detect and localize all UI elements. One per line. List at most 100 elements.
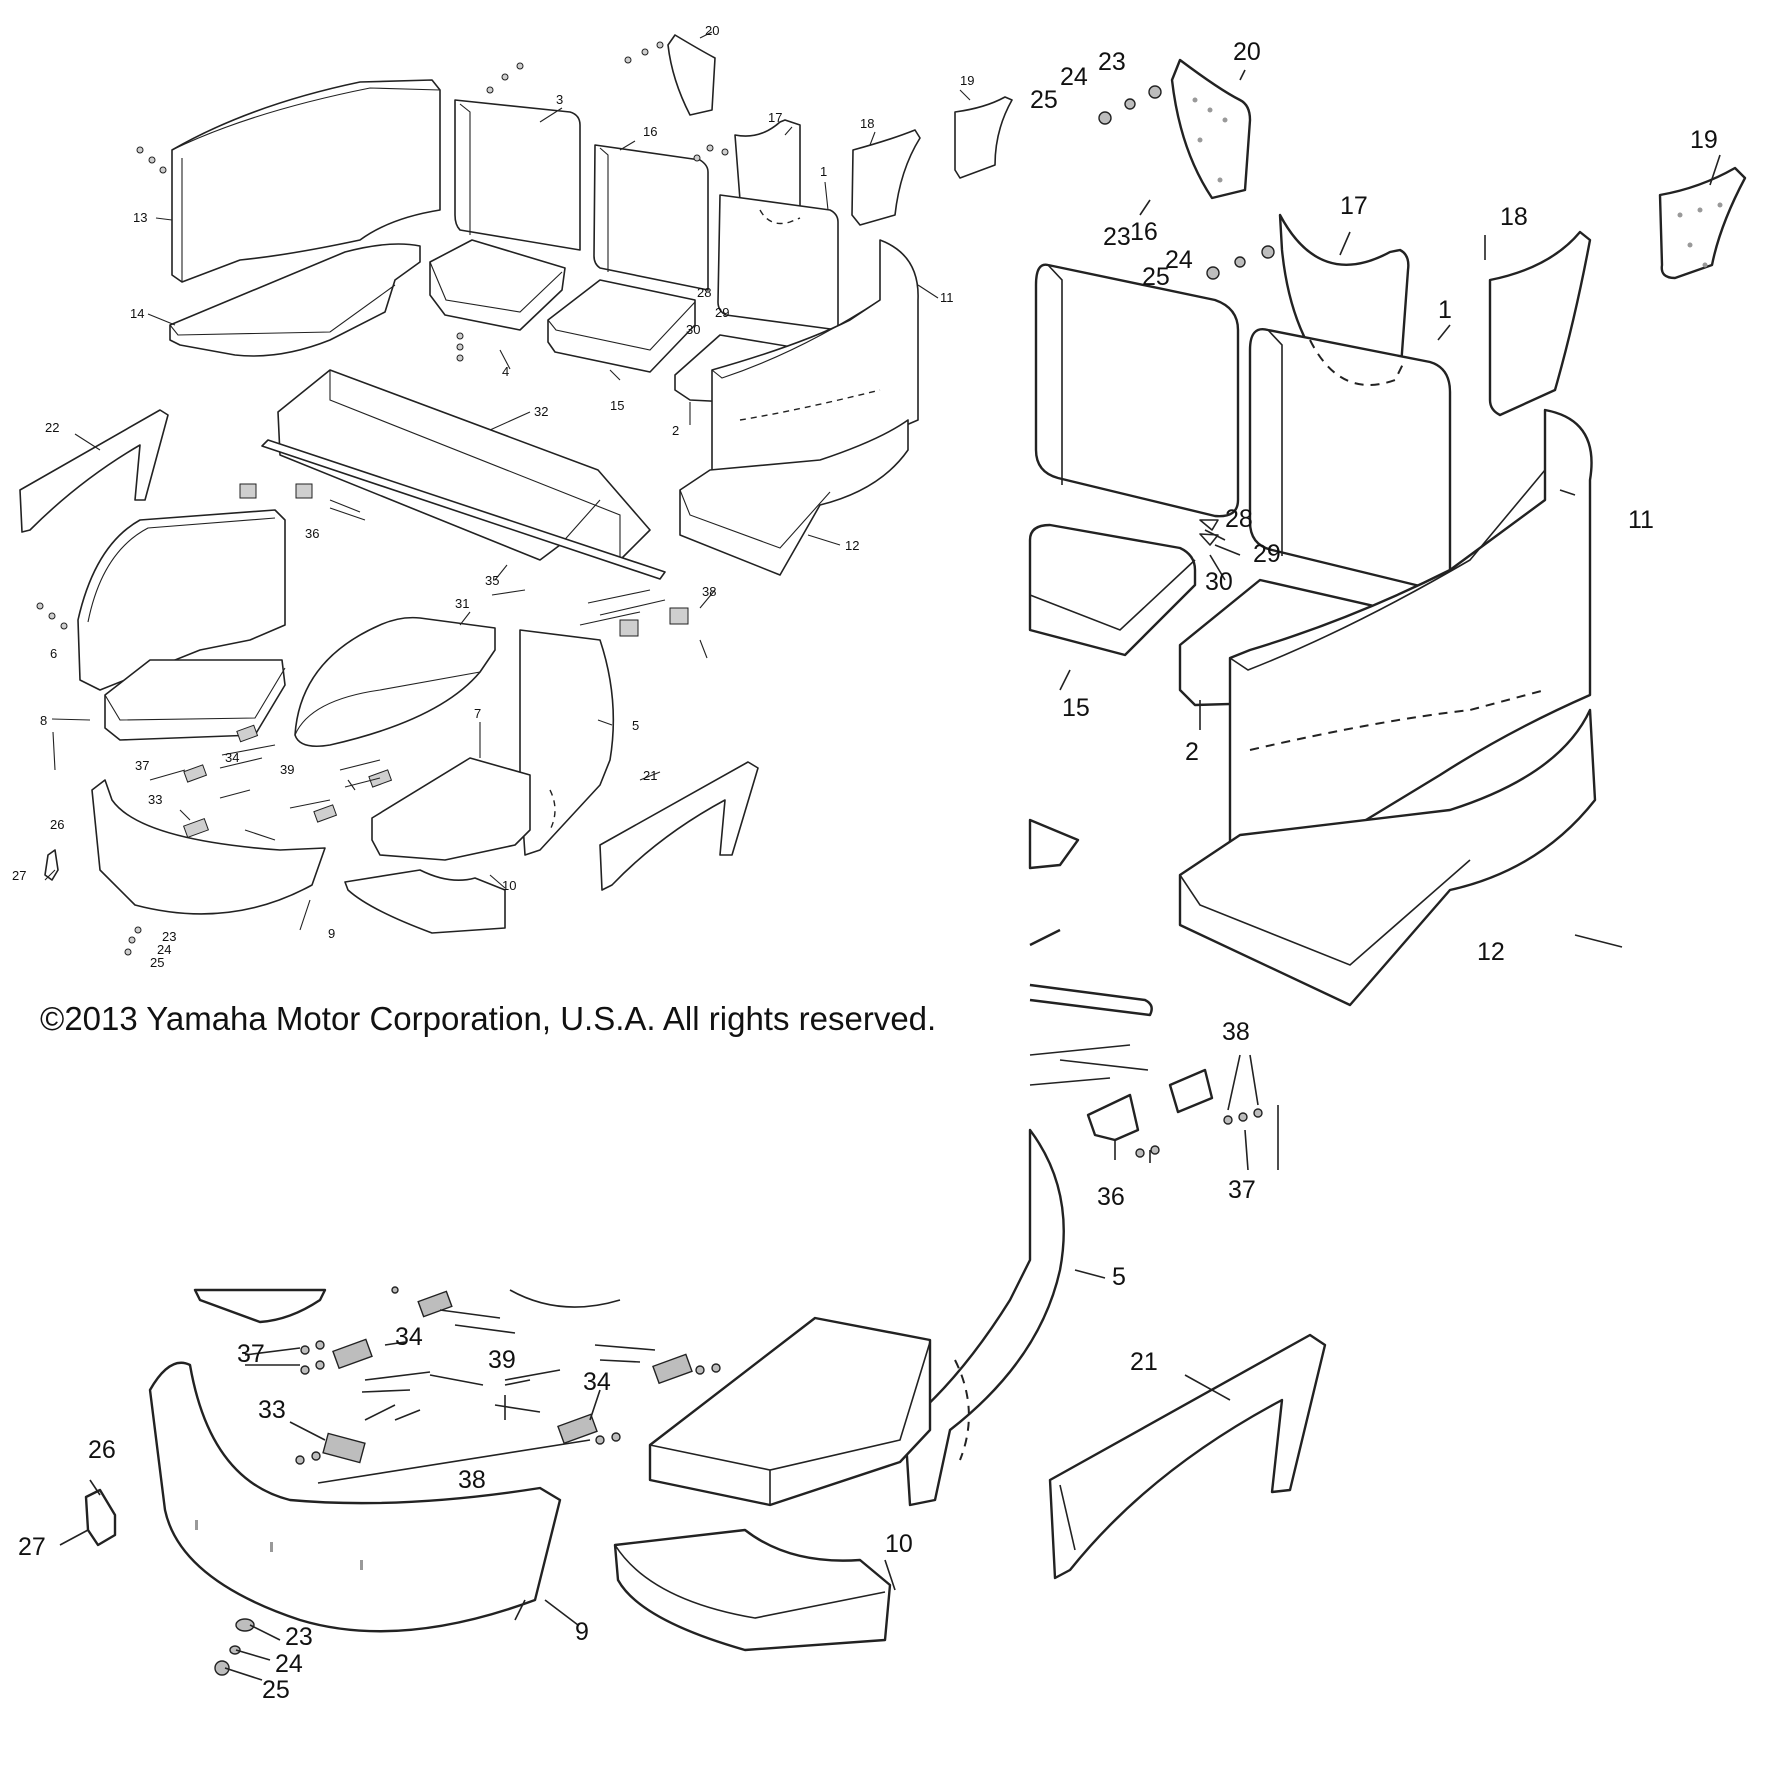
ov-label-16: 16 bbox=[643, 124, 657, 139]
db-label-24: 24 bbox=[275, 1650, 303, 1678]
detail-block-36b bbox=[1168, 1068, 1214, 1114]
ov-label-20: 20 bbox=[705, 23, 719, 38]
dt-label-30: 30 bbox=[1205, 568, 1233, 596]
db-label-9: 9 bbox=[575, 1618, 589, 1646]
detail-part-7-seat bbox=[648, 1316, 932, 1507]
detail-block-36a bbox=[1086, 1093, 1140, 1142]
detail-block-34a bbox=[332, 1338, 373, 1370]
part-15-cushion bbox=[547, 279, 696, 373]
dt-label-18: 18 bbox=[1500, 203, 1528, 231]
db-label-38: 38 bbox=[458, 1466, 486, 1494]
ov-label-19: 19 bbox=[960, 73, 974, 88]
part-5-backrest bbox=[519, 629, 615, 856]
part-22-armrest bbox=[19, 409, 169, 533]
dt-label-25: 25 bbox=[1030, 86, 1058, 114]
part-9-front bbox=[91, 779, 326, 915]
db-label-23: 23 bbox=[285, 1623, 313, 1651]
dt-label-36: 36 bbox=[1097, 1183, 1125, 1211]
ov-label-25: 25 bbox=[150, 955, 164, 970]
dt-label-23b: 23 bbox=[1103, 223, 1131, 251]
ov-label-9: 9 bbox=[328, 926, 335, 941]
ov-label-13: 13 bbox=[133, 210, 147, 225]
part-19-backrest bbox=[954, 96, 1013, 179]
overview-diagram: 1 2 3 4 5 6 7 8 9 10 11 12 13 14 15 16 1… bbox=[12, 23, 1013, 970]
db-label-39: 39 bbox=[488, 1346, 516, 1374]
detail-part-19-backrest bbox=[1658, 166, 1747, 280]
ov-label-28: 28 bbox=[697, 285, 711, 300]
ov-label-29: 29 bbox=[715, 305, 729, 320]
dt-label-15: 15 bbox=[1062, 694, 1090, 722]
detail-block-34d bbox=[557, 1413, 598, 1445]
ov-label-7: 7 bbox=[474, 706, 481, 721]
fasteners-overview bbox=[36, 41, 729, 956]
detail-block-34c bbox=[652, 1353, 693, 1385]
db-label-26: 26 bbox=[88, 1436, 116, 1464]
dt-label-12: 12 bbox=[1477, 938, 1505, 966]
detail-part-15-cushion bbox=[1028, 523, 1197, 657]
ov-label-22: 22 bbox=[45, 420, 59, 435]
ov-label-1: 1 bbox=[820, 164, 827, 179]
db-label-10: 10 bbox=[885, 1530, 913, 1558]
ov-label-14: 14 bbox=[130, 306, 144, 321]
detail-block-33 bbox=[322, 1432, 366, 1464]
dt-label-38: 38 bbox=[1222, 1018, 1250, 1046]
detail-part-11-backrest bbox=[1228, 408, 1593, 872]
dt-label-25b: 25 bbox=[1142, 263, 1170, 291]
part-31-seat bbox=[294, 616, 496, 748]
detail-part-20-backrest bbox=[1170, 58, 1252, 200]
ov-label-21: 21 bbox=[643, 768, 657, 783]
dt-label-23: 23 bbox=[1098, 48, 1126, 76]
ov-label-36: 36 bbox=[305, 526, 319, 541]
part-21-armrest bbox=[599, 761, 759, 891]
ov-label-3: 3 bbox=[556, 92, 563, 107]
db-label-25: 25 bbox=[262, 1676, 290, 1704]
ov-label-15: 15 bbox=[610, 398, 624, 413]
ov-label-35: 35 bbox=[485, 573, 499, 588]
dt-label-28: 28 bbox=[1225, 505, 1253, 533]
part-35-rod bbox=[261, 439, 666, 580]
ov-label-2: 2 bbox=[672, 423, 679, 438]
ov-label-30: 30 bbox=[686, 322, 700, 337]
ov-label-24: 24 bbox=[157, 942, 171, 957]
detail-part-5-backrest bbox=[903, 1128, 1065, 1507]
ov-label-17: 17 bbox=[768, 110, 782, 125]
detail-part-12-base bbox=[1178, 708, 1597, 1007]
dt-label-19: 19 bbox=[1690, 126, 1718, 154]
ov-label-32: 32 bbox=[534, 404, 548, 419]
ov-label-26: 26 bbox=[50, 817, 64, 832]
dt-label-20: 20 bbox=[1233, 38, 1261, 66]
detail-part-9-front bbox=[148, 1361, 562, 1633]
ov-label-34: 34 bbox=[225, 750, 239, 765]
ov-label-38: 38 bbox=[702, 584, 716, 599]
dt-label-17: 17 bbox=[1340, 192, 1368, 220]
ov-label-23: 23 bbox=[162, 929, 176, 944]
db-label-21: 21 bbox=[1130, 1348, 1158, 1376]
ov-label-8: 8 bbox=[40, 713, 47, 728]
ov-label-12: 12 bbox=[845, 538, 859, 553]
db-label-33: 33 bbox=[258, 1396, 286, 1424]
detail-part-10-wedge bbox=[613, 1528, 892, 1652]
dt-label-1: 1 bbox=[1438, 296, 1452, 324]
ov-label-11: 11 bbox=[940, 290, 954, 305]
db-label-27: 27 bbox=[18, 1533, 46, 1561]
ov-label-10: 10 bbox=[502, 878, 516, 893]
dt-label-24: 24 bbox=[1060, 63, 1088, 91]
ov-label-31: 31 bbox=[455, 596, 469, 611]
detail-part-18-backrest bbox=[1488, 230, 1592, 417]
ov-label-18: 18 bbox=[860, 116, 874, 131]
ov-label-39: 39 bbox=[280, 762, 294, 777]
part-4-cushion bbox=[429, 239, 566, 331]
ov-label-37: 37 bbox=[135, 758, 149, 773]
part-10-wedge bbox=[344, 869, 506, 934]
part-6-backrest bbox=[77, 509, 286, 691]
part-20-backrest bbox=[667, 34, 716, 116]
detail-part-26-bracket bbox=[84, 1488, 117, 1547]
ov-label-4: 4 bbox=[502, 364, 509, 379]
copyright-notice: ©2013 Yamaha Motor Corporation, U.S.A. A… bbox=[40, 1000, 937, 1037]
detail-part-21-armrest bbox=[1048, 1333, 1327, 1580]
detail-block-34b bbox=[417, 1290, 453, 1318]
ov-label-33: 33 bbox=[148, 792, 162, 807]
db-label-37: 37 bbox=[237, 1340, 265, 1368]
